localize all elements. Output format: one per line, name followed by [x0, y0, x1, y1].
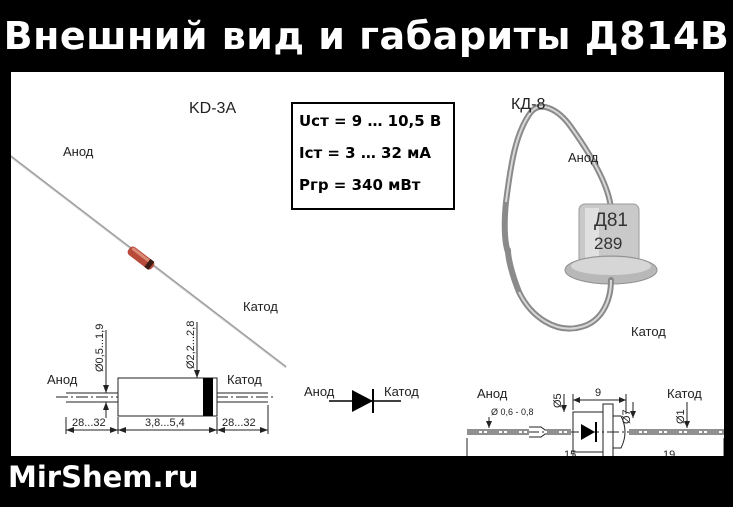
spec-box: Uст = 9 … 10,5 В Iст = 3 … 32 мА Pгр = 3…	[291, 102, 455, 210]
kd8-label: КД-8	[511, 96, 546, 113]
kd8-dim-15: 15	[564, 449, 576, 456]
kd3a-drawing: Ø0,5...1,9 Ø2,2...2,8 28...32 3,8...5,4 …	[56, 321, 273, 434]
kd8-drawing: 9 Ø5 Ø 0,6 - 0,8 Ø7 Ø1 34 15 19	[466, 387, 724, 456]
diagram-panel: KD-3A Анод Катод Uст = 9 … 10,5 В Iст = …	[11, 72, 724, 456]
kd3a-cathode-label: Катод	[243, 299, 278, 314]
dim-left-lead: 28...32	[72, 417, 106, 429]
kd8-marking-bottom: 289	[594, 234, 623, 253]
body-diameter-dim: Ø2,2...2,8	[185, 321, 197, 369]
kd8-dim-lead: Ø 0,6 - 0,8	[491, 407, 534, 417]
drawing-cathode-label: Катод	[227, 372, 262, 387]
diode-symbol	[329, 389, 401, 413]
kd8-dim-9: 9	[595, 387, 601, 399]
kd8-drawing-anode-label: Анод	[477, 386, 508, 401]
symbol-anode-label: Анод	[304, 384, 335, 399]
site-footer: MirShem.ru	[8, 460, 199, 494]
symbol-cathode-label: Катод	[384, 384, 419, 399]
dim-right-lead: 28...32	[222, 417, 256, 429]
kd8-dim-19: 19	[663, 449, 675, 456]
lead-diameter-dim: Ø0,5...1,9	[94, 324, 106, 372]
kd3a-photo	[11, 155, 287, 369]
kd8-dim-d7: Ø7	[621, 409, 633, 424]
page-title: Внешний вид и габариты Д814В	[3, 14, 730, 58]
kd8-dim-d5: Ø5	[552, 393, 564, 408]
spec-current: Iст = 3 … 32 мА	[299, 144, 432, 162]
kd8-marking-top: Д81	[594, 210, 629, 231]
spec-voltage: Uст = 9 … 10,5 В	[299, 112, 442, 130]
dim-body-length: 3,8...5,4	[145, 417, 185, 429]
spec-power: Pгр = 340 мВт	[299, 176, 421, 194]
kd8-anode-label: Анод	[568, 150, 599, 165]
kd3a-anode-label: Анод	[63, 144, 94, 159]
kd8-drawing-cathode-label: Катод	[667, 386, 702, 401]
kd8-photo	[501, 103, 658, 332]
kd8-dim-d1: Ø1	[675, 409, 687, 424]
drawing-anode-label: Анод	[47, 372, 78, 387]
kd3a-label: KD-3A	[189, 100, 237, 117]
kd8-cathode-label: Катод	[631, 324, 666, 339]
